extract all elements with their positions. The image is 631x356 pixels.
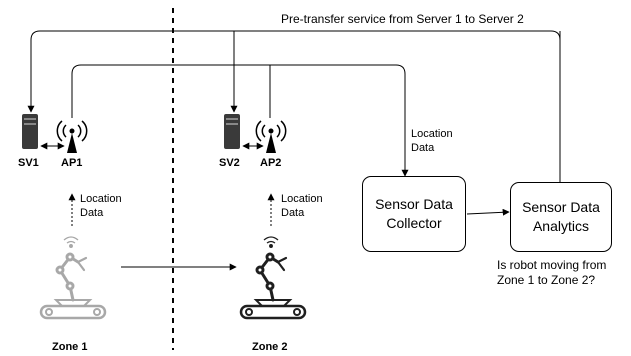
collector-input-label-line2: Data: [411, 142, 435, 154]
antenna-icon-ap1: [56, 120, 88, 153]
robot1-location-label-line2: Data: [80, 207, 104, 219]
collector-title-line2: Collector: [386, 215, 442, 231]
robot-arm-icon-zone2: [239, 252, 307, 320]
ap-label-ap1: AP1: [61, 157, 83, 169]
wifi-icon-robot2: [263, 236, 279, 248]
server-icon-sv2: [224, 114, 240, 149]
pretransfer-label: Pre-transfer service from Server 1 to Se…: [281, 12, 524, 26]
pretransfer-line-sv2: [234, 31, 561, 112]
analytics-title-line2: Analytics: [532, 218, 589, 234]
analytics-question-line1: Is robot moving from: [497, 258, 607, 272]
antenna-icon-ap2: [255, 120, 287, 153]
location-line-ap1: [71, 64, 409, 177]
collector-title-line1: Sensor Data: [375, 196, 453, 212]
robot-arm-icon-zone1: [39, 252, 107, 320]
server-icon-sv1: [22, 114, 38, 149]
collector-input-label-line1: Location: [411, 128, 453, 140]
zone-label-2: Zone 2: [252, 341, 288, 353]
sensor-data-collector-box: Sensor Data Collector: [362, 176, 466, 252]
pretransfer-line-sv1: [27, 30, 561, 182]
wifi-icon-robot1: [63, 236, 79, 248]
robot1-location-label-line1: Location: [80, 193, 122, 205]
robot2-location-label-line2: Data: [281, 207, 305, 219]
server-label-sv1: SV1: [18, 157, 39, 169]
ap-label-ap2: AP2: [260, 157, 282, 169]
zone-label-1: Zone 1: [52, 341, 88, 353]
sensor-data-analytics-box: Sensor Data Analytics: [510, 182, 612, 252]
analytics-title-line1: Sensor Data: [522, 199, 600, 215]
server-label-sv2: SV2: [219, 157, 240, 169]
analytics-question-line2: Zone 1 to Zone 2?: [497, 273, 596, 287]
robot2-location-label-line1: Location: [281, 193, 323, 205]
collector-to-analytics-arrow: [466, 208, 510, 216]
